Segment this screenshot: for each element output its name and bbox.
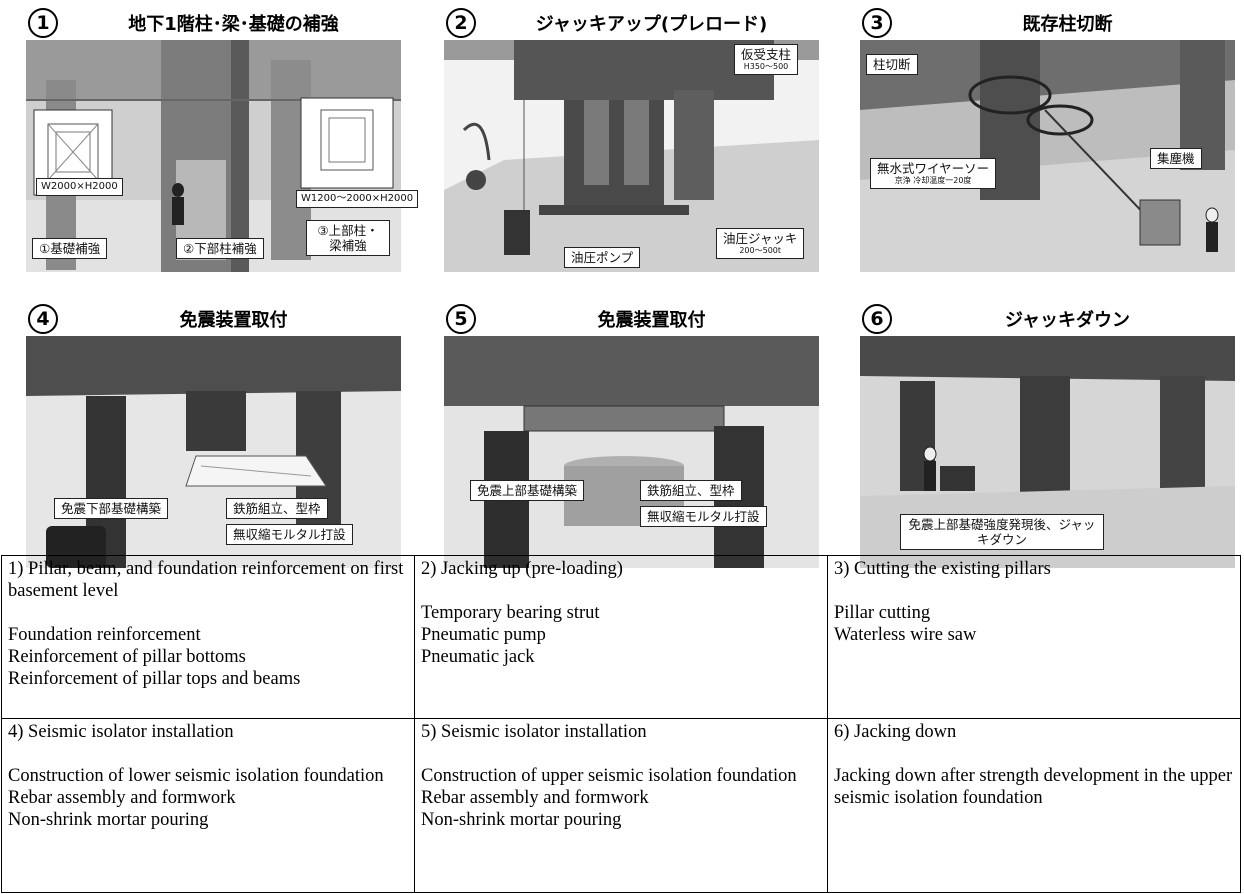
mortar-pouring-label: 無収縮モルタル打設 <box>640 506 767 527</box>
cell-item: Reinforcement of pillar bottoms <box>8 647 246 667</box>
wire-saw-text: 無水式ワイヤーソー <box>877 161 990 176</box>
cell-caption: 5) Seismic isolator installation <box>421 722 647 742</box>
hydraulic-jack-capacity: 200～500t <box>739 246 782 255</box>
jack-down-label: 免震上部基礎強度発現後、ジャッキダウン <box>900 514 1104 550</box>
panel-header: 1 地下1階柱･梁･基礎の補強 <box>6 4 401 38</box>
table-cell-step-4: 4) Seismic isolator installation Constru… <box>1 718 415 893</box>
step-title: 免震装置取付 <box>179 310 288 331</box>
wire-saw-note: 京浄 冷却温度一20度 <box>894 176 972 185</box>
lower-pillar-reinforcement-label: ②下部柱補強 <box>176 238 264 259</box>
step-panel-1: 1 地下1階柱･梁･基礎の補強 W2000×H2000 W120 <box>6 0 419 275</box>
cell-caption: 3) Cutting the existing pillars <box>834 559 1051 579</box>
temporary-strut-size: H350～500 <box>743 62 789 71</box>
rebar-formwork-label: 鉄筋組立、型枠 <box>640 480 742 501</box>
cell-item: Construction of lower seismic isolation … <box>8 766 384 786</box>
hydraulic-jack-text: 油圧ジャッキ <box>723 231 798 246</box>
step-number: 6 <box>862 304 892 334</box>
cell-item: Temporary bearing strut <box>421 603 600 623</box>
temporary-strut-label: 仮受支柱 H350～500 <box>734 44 799 75</box>
mortar-pouring-label: 無収縮モルタル打設 <box>226 524 353 545</box>
cell-caption: 1) Pillar, beam, and foundation reinforc… <box>8 559 404 601</box>
cell-item: Rebar assembly and formwork <box>421 788 649 808</box>
cell-item: Non-shrink mortar pouring <box>8 810 209 830</box>
step-title: 既存柱切断 <box>1022 14 1113 35</box>
panel-header: 6 ジャッキダウン <box>840 300 1235 334</box>
temporary-strut-text: 仮受支柱 <box>741 47 792 62</box>
step-panel-6: 6 ジャッキダウン 免震上部基礎強度発現後、ジャッキダウン <box>840 296 1235 571</box>
scene-illustration: 免震上部基礎強度発現後、ジャッキダウン <box>860 336 1235 568</box>
table-cell-step-1: 1) Pillar, beam, and foundation reinforc… <box>1 555 415 719</box>
scene-illustration: 免震上部基礎構築 鉄筋組立、型枠 無収縮モルタル打設 <box>444 336 819 568</box>
step-number: 4 <box>28 304 58 334</box>
upper-foundation-label: 免震上部基礎構築 <box>470 480 585 501</box>
cell-item: Reinforcement of pillar tops and beams <box>8 669 301 689</box>
step-number: 5 <box>446 304 476 334</box>
scene-illustration: 免震下部基礎構築 鉄筋組立、型枠 無収縮モルタル打設 <box>26 336 401 568</box>
step-panel-4: 4 免震装置取付 免震下部基礎構築 鉄筋組立、型枠 無収縮モルタル打設 <box>6 296 401 571</box>
caption-table: 1) Pillar, beam, and foundation reinforc… <box>1 555 1241 893</box>
dimension-label-left: W2000×H2000 <box>36 178 123 196</box>
cell-caption: 4) Seismic isolator installation <box>8 722 234 742</box>
scene-illustration: 柱切断 無水式ワイヤーソー 京浄 冷却温度一20度 集塵機 <box>860 40 1235 272</box>
cell-item: Construction of upper seismic isolation … <box>421 766 797 786</box>
lower-foundation-label: 免震下部基礎構築 <box>54 498 169 519</box>
table-cell-step-2: 2) Jacking up (pre-loading) Temporary be… <box>414 555 828 719</box>
upper-pillar-beam-reinforcement-label: ③上部柱・梁補強 <box>306 220 390 256</box>
scene-illustration: W2000×H2000 W1200～2000×H2000 ①基礎補強 ②下部柱補… <box>26 40 419 272</box>
hydraulic-pump-label: 油圧ポンプ <box>564 247 641 268</box>
table-cell-step-6: 6) Jacking down Jacking down after stren… <box>827 718 1241 893</box>
panel-header: 2 ジャッキアップ(プレロード) <box>424 4 819 38</box>
rebar-formwork-label: 鉄筋組立、型枠 <box>226 498 328 519</box>
step-number: 2 <box>446 8 476 38</box>
dust-collector-label: 集塵機 <box>1150 148 1202 169</box>
panel-header: 5 免震装置取付 <box>424 300 819 334</box>
table-cell-step-5: 5) Seismic isolator installation Constru… <box>414 718 828 893</box>
cell-item: Pneumatic jack <box>421 647 535 667</box>
pillar-cutting-label: 柱切断 <box>866 54 918 75</box>
table-cell-step-3: 3) Cutting the existing pillars Pillar c… <box>827 555 1241 719</box>
step-panel-3: 3 既存柱切断 柱切断 無水式ワイヤーソー 京浄 冷却温度一20度 集塵機 <box>840 0 1235 275</box>
table-row: 1) Pillar, beam, and foundation reinforc… <box>1 555 1241 719</box>
step-title: 地下1階柱･梁･基礎の補強 <box>128 14 339 35</box>
cell-caption: 6) Jacking down <box>834 722 957 742</box>
wire-saw-label: 無水式ワイヤーソー 京浄 冷却温度一20度 <box>870 158 997 189</box>
cell-item: Rebar assembly and formwork <box>8 788 236 808</box>
step-title: 免震装置取付 <box>597 310 706 331</box>
step-panel-2: 2 ジャッキアップ(プレロード) 仮受支柱 H350～500 油圧ポンプ 油圧ジ… <box>424 0 819 275</box>
cell-item: Non-shrink mortar pouring <box>421 810 622 830</box>
cell-item: Foundation reinforcement <box>8 625 201 645</box>
hydraulic-jack-label: 油圧ジャッキ 200～500t <box>716 228 805 259</box>
foundation-reinforcement-label: ①基礎補強 <box>32 238 108 259</box>
cell-item: Jacking down after strength development … <box>834 766 1233 808</box>
cell-item: Pillar cutting <box>834 603 931 623</box>
table-row: 4) Seismic isolator installation Constru… <box>1 718 1241 893</box>
step-number: 3 <box>862 8 892 38</box>
panel-header: 4 免震装置取付 <box>6 300 401 334</box>
step-panel-5: 5 免震装置取付 免震上部基礎構築 鉄筋組立、型枠 無収縮モルタル打設 <box>424 296 819 571</box>
cell-item: Waterless wire saw <box>834 625 977 645</box>
dimension-label-right: W1200～2000×H2000 <box>296 190 419 208</box>
scene-illustration: 仮受支柱 H350～500 油圧ポンプ 油圧ジャッキ 200～500t <box>444 40 819 272</box>
step-title: ジャッキアップ(プレロード) <box>535 14 768 35</box>
panel-header: 3 既存柱切断 <box>840 4 1235 38</box>
step-number: 1 <box>28 8 58 38</box>
cell-item: Pneumatic pump <box>421 625 546 645</box>
cell-caption: 2) Jacking up (pre-loading) <box>421 559 623 579</box>
step-title: ジャッキダウン <box>1004 310 1131 331</box>
